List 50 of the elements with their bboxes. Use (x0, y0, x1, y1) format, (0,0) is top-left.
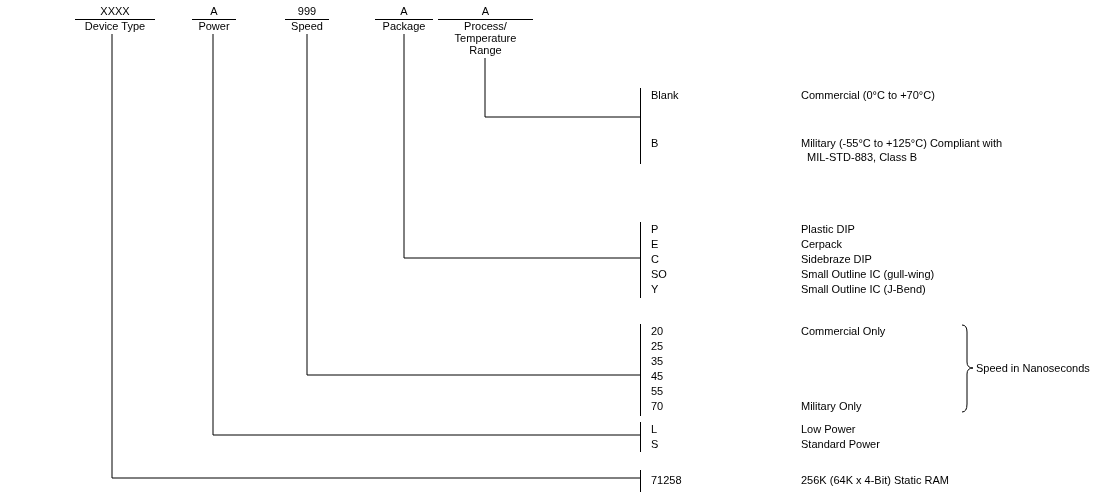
option-code: E (651, 237, 659, 251)
option-code: P (651, 222, 659, 236)
fill-in-line: A (438, 4, 533, 20)
option-description: Low Power (801, 422, 856, 436)
leader-line (306, 33, 641, 376)
option-description: Cerpack (801, 237, 842, 251)
fill-in-line: A (375, 4, 433, 20)
leader-line (212, 33, 641, 436)
option-code: Blank (651, 88, 679, 102)
option-code: B (651, 136, 659, 150)
field-label: Process/ Temperature Range (453, 20, 518, 56)
option-description: 256K (64K x 4-Bit) Static RAM (801, 473, 949, 487)
field-label: Power (197, 20, 231, 32)
field-label: Speed (290, 20, 324, 32)
leader-line (484, 57, 641, 118)
option-code: 70 (651, 399, 664, 413)
option-description: Standard Power (801, 437, 880, 451)
option-description: Commercial (0°C to +70°C) (801, 88, 935, 102)
option-code: 71258 (651, 473, 682, 487)
option-code: SO (651, 267, 667, 281)
option-code: 35 (651, 354, 664, 368)
option-description: Small Outline IC (J-Bend) (801, 282, 926, 296)
leader-line (403, 33, 641, 259)
ordering-field (285, 4, 329, 32)
option-code: C (651, 252, 659, 266)
field-label: Device Type (83, 20, 147, 32)
option-code: 45 (651, 369, 664, 383)
option-code: S (651, 437, 659, 451)
ordering-field (75, 4, 155, 32)
leader-line (111, 33, 641, 479)
option-description: Small Outline IC (gull-wing) (801, 267, 935, 281)
option-bracket (640, 470, 951, 492)
fill-in-line: A (192, 4, 236, 20)
option-code: Y (651, 282, 659, 296)
option-code: 55 (651, 384, 664, 398)
ordering-field (192, 4, 236, 32)
brace-label: Speed in Nanoseconds (976, 361, 1090, 375)
field-label: Package (381, 20, 427, 32)
option-code: 25 (651, 339, 664, 353)
option-description: Commercial Only (801, 324, 886, 338)
option-code: 20 (651, 324, 664, 338)
option-description: Military (-55°C to +125°C) Compliant with MIL-STD-883, Class B (801, 136, 1004, 164)
option-description: Military Only (801, 399, 862, 413)
fill-in-line: XXXX (75, 4, 155, 20)
option-code: L (651, 422, 658, 436)
ordering-field (438, 4, 533, 56)
ordering-field (375, 4, 433, 32)
option-description: Sidebraze DIP (801, 252, 872, 266)
option-description: Plastic DIP (801, 222, 855, 236)
fill-in-line: 999 (285, 4, 329, 20)
